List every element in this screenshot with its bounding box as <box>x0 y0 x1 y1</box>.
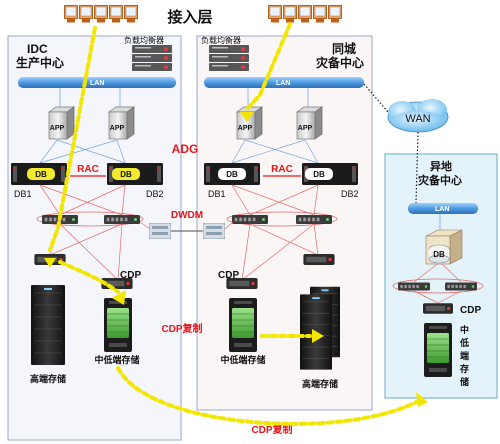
lan-bar-city <box>204 77 364 88</box>
mid-low-storage-label-city: 中低端存储 <box>220 354 265 365</box>
db-label-city-1: DB <box>226 170 238 179</box>
mid-low-storage-remote <box>424 323 452 377</box>
app-db-links <box>39 139 319 164</box>
remote-zone-title-line2: 灾备中心 <box>418 173 462 187</box>
wan-label: WAN <box>405 113 430 125</box>
lan-label-city: LAN <box>276 80 290 87</box>
lan-label-remote: LAN <box>435 206 449 213</box>
db-label-idc-1: DB <box>35 170 47 179</box>
wan-link-remote <box>415 131 419 204</box>
replication-arrows <box>48 22 422 426</box>
remote-zone-title-line1: 异地 <box>430 159 452 173</box>
city-zone-title-line1: 同城 <box>332 41 356 56</box>
app-server-city-1 <box>236 106 263 140</box>
cdp-label-city: CDP <box>218 270 239 281</box>
cdp-replication-label-mid: CDP复制 <box>161 322 202 335</box>
db-highlight-idc-2 <box>112 168 140 180</box>
db-highlight-city-2 <box>305 168 333 180</box>
remote-zone <box>384 153 498 399</box>
replication-arrowheads <box>44 112 428 407</box>
high-end-storage-idc <box>31 285 65 365</box>
db2-label-idc: DB2 <box>146 189 164 199</box>
db1-label-city: DB1 <box>208 189 226 199</box>
client-pc-group-left <box>64 5 138 23</box>
cdp-appliance-remote <box>423 303 453 314</box>
adg-label: ADG <box>172 142 199 156</box>
app-server-idc-2 <box>108 106 135 140</box>
access-layer-title: 接入层 <box>167 8 212 26</box>
lan-bar-idc <box>18 77 176 88</box>
rac-label-city: RAC <box>271 164 293 175</box>
app-server-idc-1 <box>48 106 75 140</box>
city-zone-title-line2: 灾备中心 <box>316 55 364 70</box>
wan-cloud <box>387 99 449 133</box>
lan-app-links <box>59 88 309 108</box>
db-label-remote: DB <box>433 250 445 259</box>
mid-low-storage-label-remote: 中低端存储 <box>459 324 469 387</box>
dwdm-to-san-city <box>224 221 234 230</box>
load-balancer-right <box>209 45 249 71</box>
high-end-storage-label-idc: 高端存储 <box>30 373 66 384</box>
db-highlight-idc-1 <box>27 168 55 180</box>
cdp-flow-idc-arrow <box>58 260 120 294</box>
wan-link-city <box>363 83 389 113</box>
db2-label-city: DB2 <box>341 189 359 199</box>
load-balancer-label-left: 负载均衡器 <box>124 35 164 45</box>
access-to-db-arrow <box>48 26 97 252</box>
app-label-idc-2: APP <box>110 125 125 132</box>
dwdm-device-right <box>203 223 225 239</box>
high-end-storage-label-city: 高端存储 <box>302 378 338 389</box>
load-balancer-label-right: 负载均衡器 <box>201 35 241 45</box>
san-switches-city <box>226 211 338 227</box>
cdp-replication-bottom-arrow <box>116 366 422 426</box>
san-switches-remote <box>392 278 484 294</box>
san-switches-idc <box>36 211 144 227</box>
cdp-appliance-city-right <box>303 254 335 265</box>
db1-label-idc: DB1 <box>14 189 32 199</box>
idc-zone-title-line1: IDC <box>27 42 48 56</box>
cdp-label-idc: CDP <box>120 270 141 281</box>
idc-zone-title-line2: 生产中心 <box>16 55 64 70</box>
app-label-city-2: APP <box>298 125 313 132</box>
cdp-label-remote: CDP <box>460 305 481 316</box>
app-label-city-1: APP <box>238 125 253 132</box>
app-server-city-2 <box>296 106 323 140</box>
app-label-idc-1: APP <box>50 125 65 132</box>
dwdm-device-left <box>149 223 171 239</box>
city-zone <box>196 35 373 411</box>
load-balancer-left <box>132 45 172 71</box>
dwdm-label: DWDM <box>171 210 203 221</box>
lan-bar-remote <box>408 203 478 214</box>
mid-low-storage-city <box>229 298 257 352</box>
cdp-replication-label-bottom: CDP复制 <box>251 423 292 436</box>
db-label-idc-2: DB <box>120 170 132 179</box>
db-highlight-city-1 <box>218 168 246 180</box>
db-label-city-2: DB <box>313 170 325 179</box>
access-to-app-arrow <box>246 22 292 110</box>
mid-low-storage-label-idc: 中低端存储 <box>94 354 139 365</box>
client-pc-group-right <box>268 5 342 23</box>
rac-label-idc: RAC <box>77 164 99 175</box>
lan-label-idc: LAN <box>90 80 104 87</box>
dwdm-to-san-idc <box>139 221 151 230</box>
remote-db-server <box>425 229 463 265</box>
mid-low-storage-idc <box>104 298 132 352</box>
